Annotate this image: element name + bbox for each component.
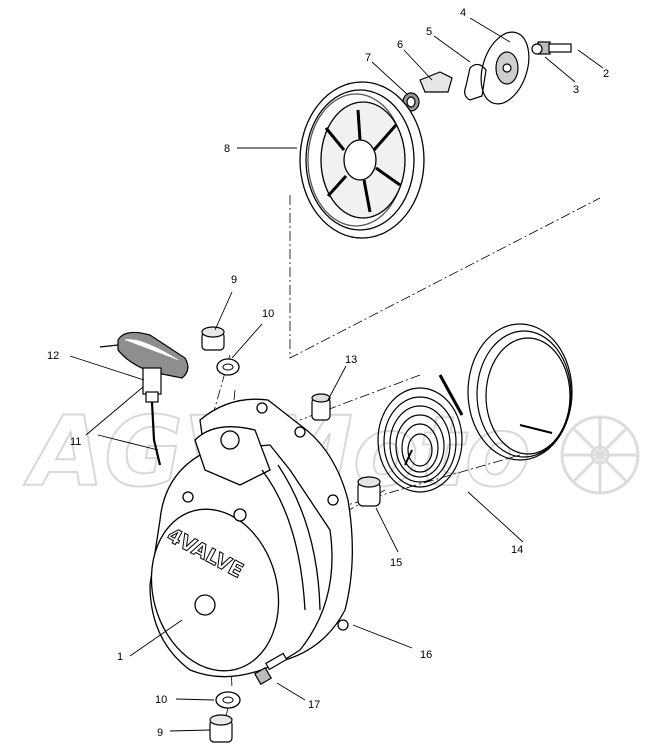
part-9-cap-upper	[201, 326, 225, 351]
part-9-cap-lower	[209, 714, 233, 743]
part-13-bushing	[311, 393, 331, 421]
callout-12: 12	[47, 350, 59, 362]
part-6-pawl	[419, 71, 453, 93]
starter-rope-coil	[438, 323, 573, 461]
callout-10-upper: 10	[262, 308, 274, 320]
part-3-washer	[531, 43, 543, 55]
watermark-wheel-icon	[560, 415, 640, 495]
leader-lines	[69, 17, 604, 732]
part-1-housing-cover	[149, 426, 333, 678]
callout-9-lower: 9	[157, 727, 163, 739]
callout-3: 3	[573, 84, 579, 96]
callout-14: 14	[511, 544, 523, 556]
callout-9-upper: 9	[231, 274, 237, 286]
part-17-bolt	[253, 652, 288, 686]
callout-16: 16	[420, 649, 432, 661]
callout-1: 1	[117, 651, 123, 663]
callout-13: 13	[345, 354, 357, 366]
rope-grommet	[145, 391, 159, 403]
part-15-collar	[357, 476, 381, 507]
part-4-plate	[480, 31, 530, 105]
callout-2: 2	[603, 68, 609, 80]
callout-8: 8	[224, 143, 230, 155]
callout-15: 15	[390, 557, 402, 569]
part-8-pulley	[299, 81, 425, 239]
part-12-starter-handle	[99, 331, 189, 395]
callout-7: 7	[365, 52, 371, 64]
part-2-bolt	[537, 41, 572, 55]
callout-11: 11	[70, 436, 81, 448]
callout-5: 5	[426, 26, 432, 38]
part-14-recoil-spring	[377, 387, 463, 493]
callout-17: 17	[308, 699, 320, 711]
callout-6: 6	[397, 39, 403, 51]
callout-4: 4	[460, 7, 466, 19]
callout-10-lower: 10	[155, 694, 167, 706]
part-5-spring-clip	[464, 63, 487, 101]
